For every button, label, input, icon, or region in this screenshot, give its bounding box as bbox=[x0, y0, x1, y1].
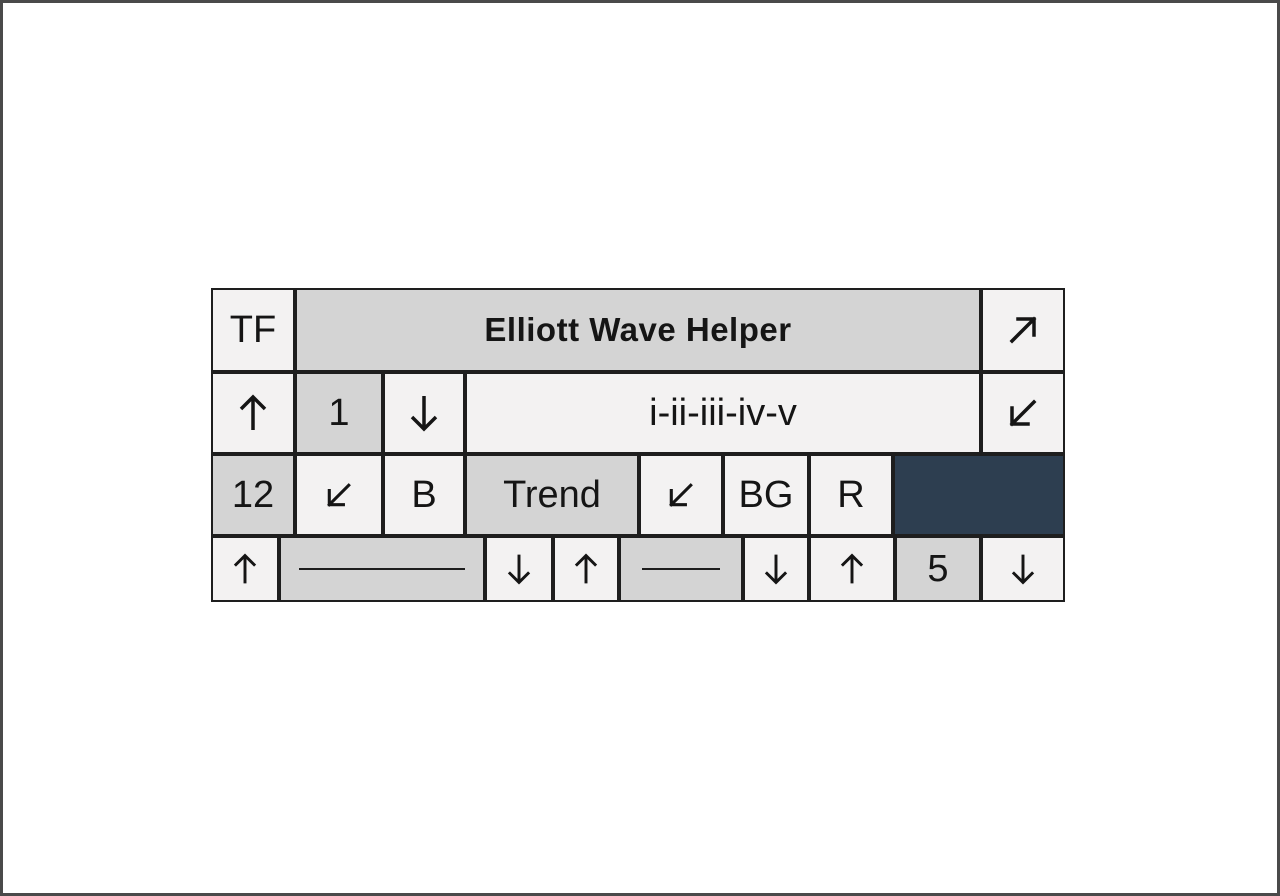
bar-count-toggle-button[interactable] bbox=[295, 454, 383, 536]
wave-degree-text: 1 bbox=[328, 391, 350, 434]
line-style-icon bbox=[642, 568, 720, 570]
background-color-button[interactable]: BG bbox=[723, 454, 809, 536]
timeframe-button[interactable]: TF bbox=[211, 288, 295, 372]
background-color-label: BG bbox=[738, 473, 794, 516]
arrow-up-icon bbox=[238, 394, 268, 432]
arrow-down-left-icon bbox=[324, 480, 354, 510]
wave-degree-up-button[interactable] bbox=[211, 372, 295, 454]
reset-label: R bbox=[837, 473, 865, 516]
line-width-up-button[interactable] bbox=[553, 536, 619, 602]
arrow-up-icon bbox=[839, 553, 865, 585]
line-style-up-button[interactable] bbox=[211, 536, 279, 602]
arrow-down-icon bbox=[1010, 553, 1036, 585]
width-down-button[interactable] bbox=[981, 536, 1065, 602]
line-style-down-button[interactable] bbox=[485, 536, 553, 602]
arrow-up-icon bbox=[573, 553, 599, 585]
expand-button[interactable] bbox=[981, 288, 1065, 372]
arrow-down-left-icon bbox=[1006, 396, 1040, 430]
wave-labels-text: i-ii-iii-iv-v bbox=[649, 391, 797, 434]
width-value-text: 5 bbox=[927, 547, 949, 590]
trend-label: Trend bbox=[503, 473, 601, 516]
trend-toggle-button[interactable] bbox=[639, 454, 723, 536]
panel-title: Elliott Wave Helper bbox=[295, 288, 981, 372]
bold-toggle-label: B bbox=[411, 473, 437, 516]
wave-labels-button[interactable]: i-ii-iii-iv-v bbox=[465, 372, 981, 454]
bold-toggle-button[interactable]: B bbox=[383, 454, 465, 536]
line-style-thin[interactable] bbox=[619, 536, 743, 602]
arrow-down-left-icon bbox=[666, 480, 696, 510]
line-style-thick[interactable] bbox=[279, 536, 485, 602]
arrow-down-icon bbox=[506, 553, 532, 585]
arrow-down-icon bbox=[409, 394, 439, 432]
trend-button[interactable]: Trend bbox=[465, 454, 639, 536]
line-width-down-button[interactable] bbox=[743, 536, 809, 602]
bar-count-text: 12 bbox=[231, 473, 275, 516]
collapse-button[interactable] bbox=[981, 372, 1065, 454]
width-up-button[interactable] bbox=[809, 536, 895, 602]
wave-degree-down-button[interactable] bbox=[383, 372, 465, 454]
wave-degree-value: 1 bbox=[295, 372, 383, 454]
arrow-up-icon bbox=[232, 553, 258, 585]
line-style-icon bbox=[299, 568, 465, 570]
elliott-wave-panel: TF Elliott Wave Helper 1 i-ii-iii-iv-v bbox=[211, 288, 1065, 602]
arrow-down-icon bbox=[763, 553, 789, 585]
arrow-up-right-icon bbox=[1006, 313, 1040, 347]
bar-count-value: 12 bbox=[211, 454, 295, 536]
color-swatch[interactable] bbox=[893, 454, 1065, 536]
width-value: 5 bbox=[895, 536, 981, 602]
panel-title-text: Elliott Wave Helper bbox=[484, 311, 792, 348]
reset-button[interactable]: R bbox=[809, 454, 893, 536]
timeframe-label: TF bbox=[229, 308, 277, 351]
